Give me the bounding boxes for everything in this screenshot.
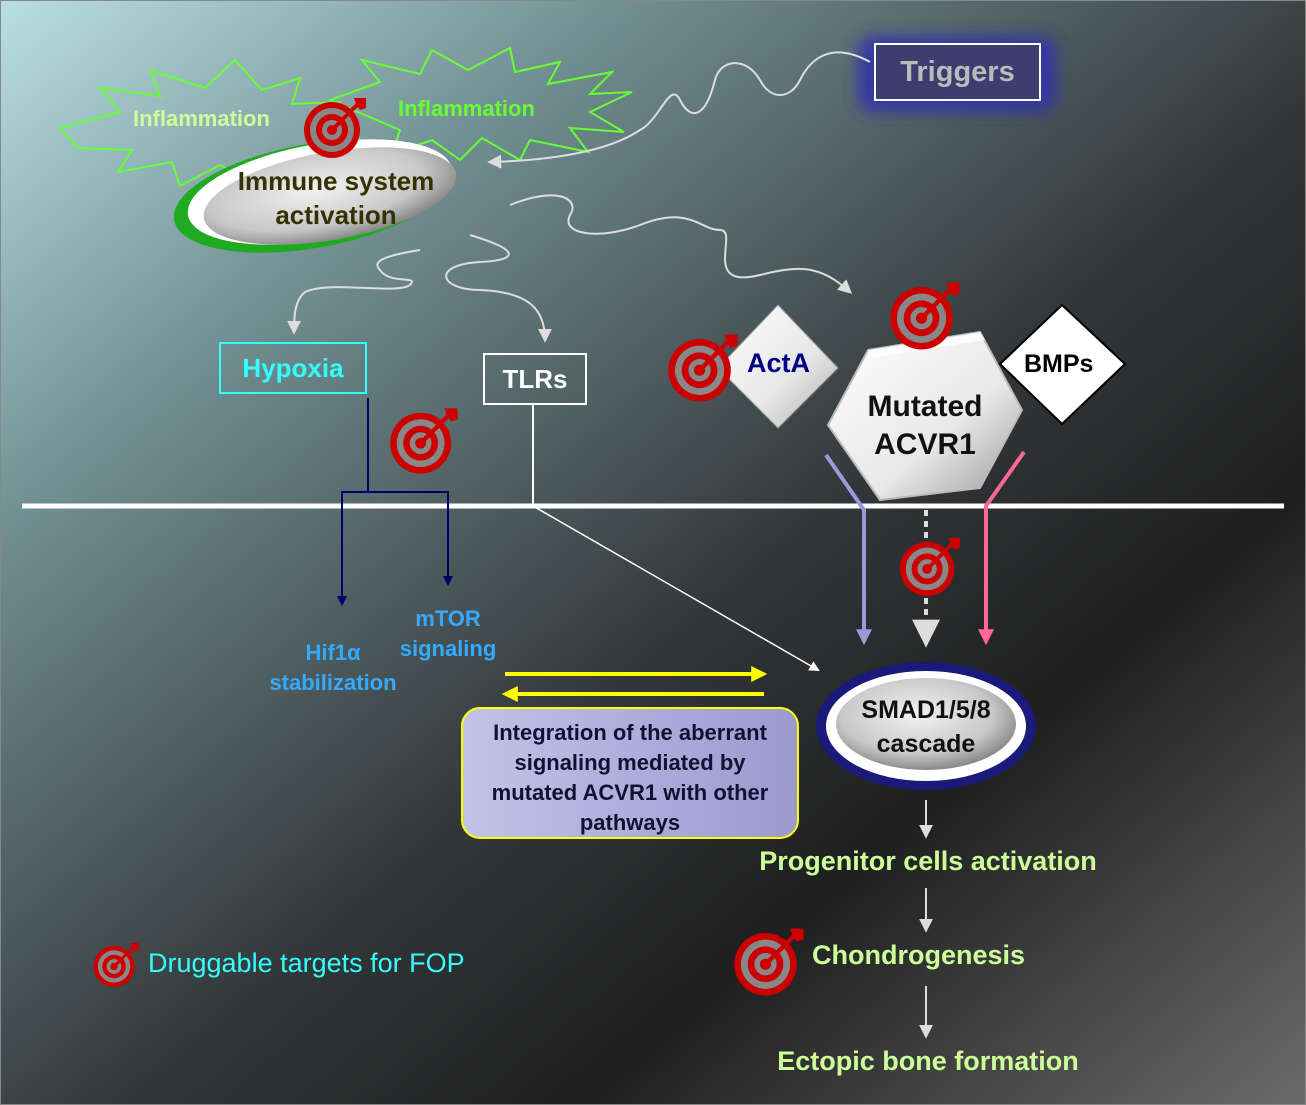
tlrs-to-smad-arrow <box>532 505 820 672</box>
integration-label-line3: mutated ACVR1 with other <box>491 780 769 805</box>
triggers-label: Triggers <box>900 55 1015 88</box>
integration-label-line2: signaling mediated by <box>514 750 746 775</box>
hif-label-line1: Hif1α <box>305 640 361 665</box>
druggable-target-icon <box>734 928 804 996</box>
inflammation-label-left: Inflammation <box>133 106 270 131</box>
hypoxia-box <box>219 342 367 394</box>
hif-label-line2: stabilization <box>269 670 397 695</box>
legend-target-icon <box>93 942 140 988</box>
triggers-box <box>874 43 1041 101</box>
hypoxia-to-mtor-arrow <box>368 491 453 586</box>
immune-to-acvr1-arrow <box>509 194 853 294</box>
chondrogenesis-label: Chondrogenesis <box>812 940 1026 970</box>
bmps-diamond <box>998 303 1127 426</box>
immune-to-hypoxia-arrow <box>287 249 421 335</box>
acta-label: ActA <box>747 348 811 378</box>
trigger-to-immune-arrow <box>487 51 871 169</box>
tlrs-box <box>483 353 587 405</box>
druggable-target-icon <box>390 408 458 474</box>
hypoxia-to-hif-arrow <box>337 398 369 606</box>
inflammation-label-right: Inflammation <box>398 96 535 121</box>
mutated-acvr1-label-line2: ACVR1 <box>874 428 976 461</box>
mtor-label-line1: mTOR <box>415 606 481 631</box>
hypoxia-label: Hypoxia <box>242 352 344 383</box>
druggable-target-icon <box>668 334 738 402</box>
acta-diamond <box>717 304 839 429</box>
immune-label-line2: activation <box>275 200 397 230</box>
inflammation-burst-right <box>327 46 633 162</box>
mutated-acvr1-label-line1: Mutated <box>867 390 983 423</box>
druggable-target-icon <box>304 98 366 158</box>
acta-to-smad-arrow <box>824 453 872 646</box>
integration-label-line4: pathways <box>579 810 681 835</box>
druggable-target-icon <box>899 537 961 597</box>
smad-ellipse <box>836 678 1016 770</box>
bmps-label: BMPs <box>1024 350 1094 378</box>
smad-label-line2: cascade <box>876 730 976 758</box>
immune-to-tlrs-arrow <box>445 234 552 343</box>
smad-label-line1: SMAD1/5/8 <box>861 696 991 724</box>
progenitor-label: Progenitor cells activation <box>759 846 1097 876</box>
bmps-to-smad-arrow <box>978 450 1026 646</box>
immune-ellipse <box>203 147 457 245</box>
integration-label-line1: Integration of the aberrant <box>493 720 767 745</box>
druggable-target-icon <box>890 282 960 350</box>
immune-label-line1: Immune system <box>237 166 435 196</box>
ectopic-bone-label: Ectopic bone formation <box>777 1046 1079 1076</box>
integration-box <box>461 707 799 839</box>
mtor-label-line2: signaling <box>399 636 497 661</box>
tlrs-label: TLRs <box>502 363 568 394</box>
legend-label: Druggable targets for FOP <box>148 948 465 978</box>
